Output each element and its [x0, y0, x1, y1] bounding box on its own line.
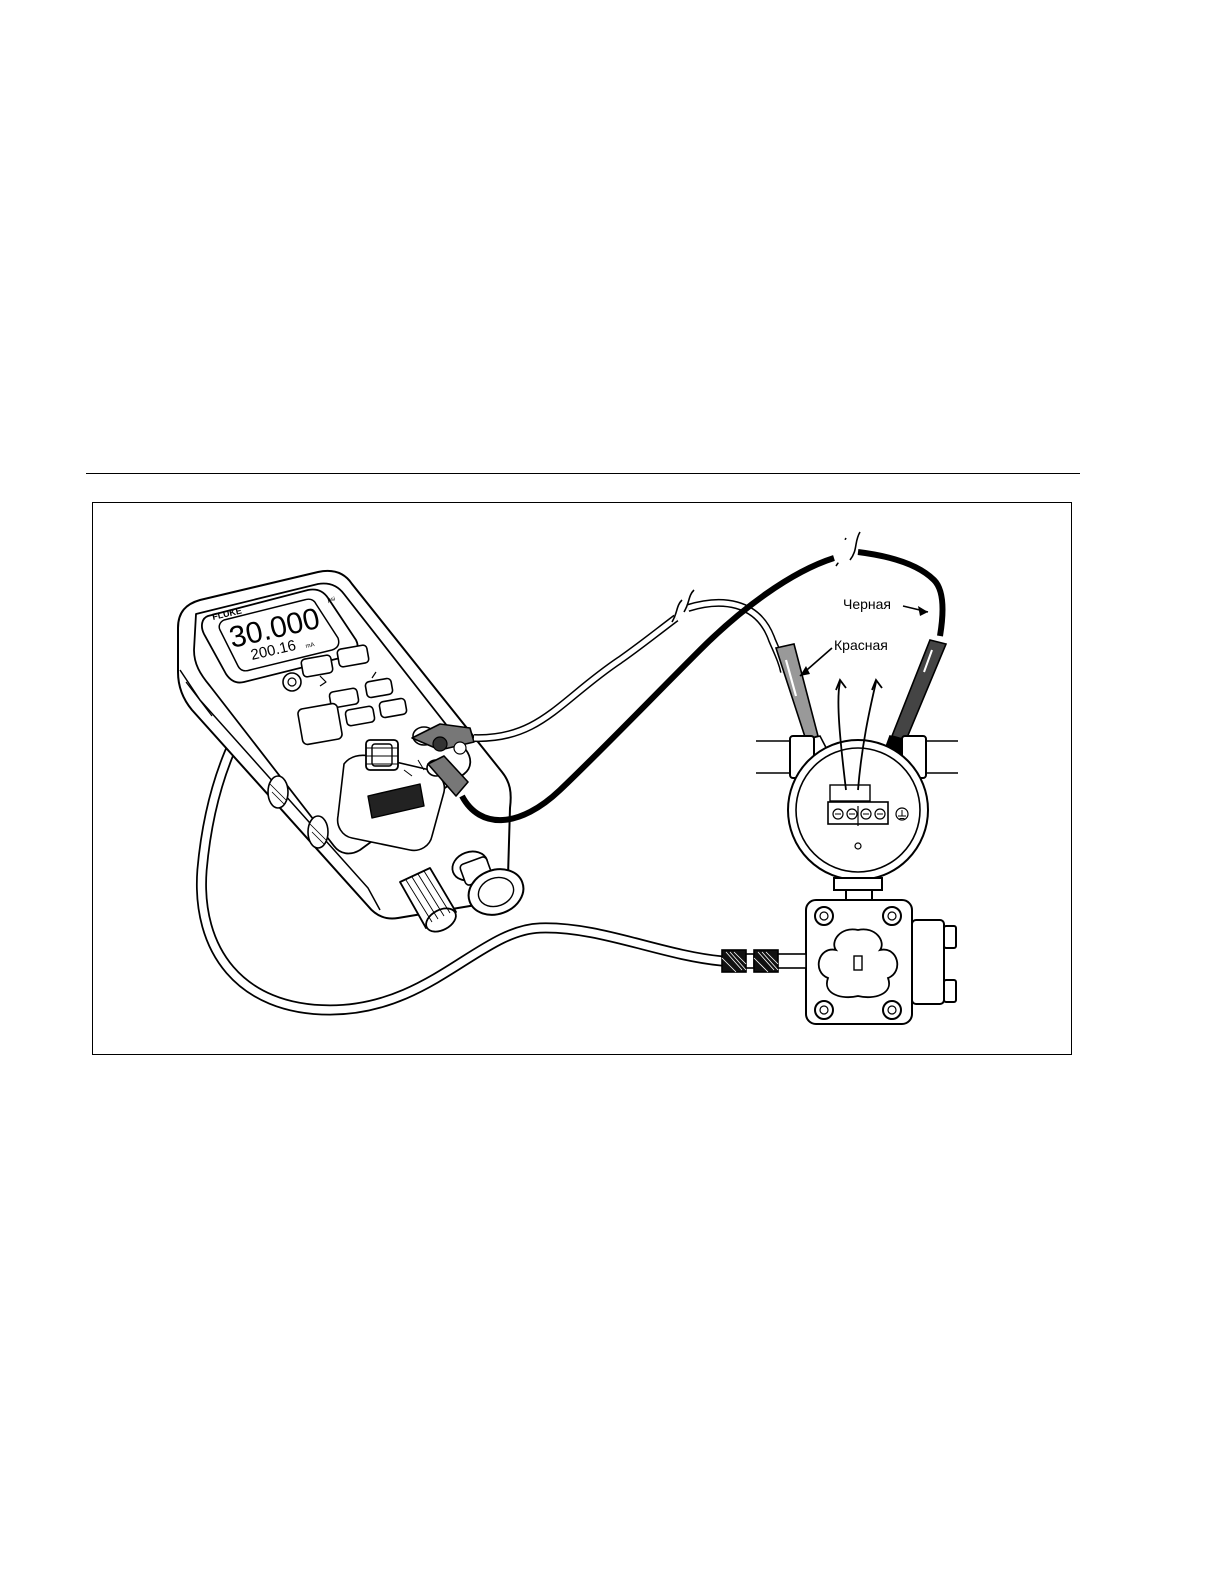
callouts: Черная Красная: [800, 596, 928, 676]
red-lead-label: Красная: [834, 637, 888, 653]
hose-fittings: [722, 950, 806, 972]
transmitter-housing: [756, 736, 958, 902]
black-lead-label: Черная: [843, 596, 891, 612]
transmitter-sensor: [806, 900, 956, 1024]
